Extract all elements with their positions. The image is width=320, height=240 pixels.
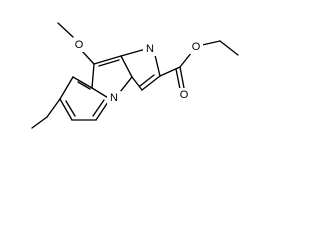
bond [154,54,161,77]
label-bg [177,88,191,102]
bond [65,100,76,117]
bond [57,22,74,38]
bond [120,55,133,78]
bond [72,76,93,89]
bond [131,76,143,91]
carbonyl-oxygen-label: O [180,89,189,101]
label-bg [107,91,121,105]
bond [91,63,95,89]
bond [59,98,73,121]
bond [179,66,185,89]
imidazole-nitrogen-label: N [146,43,154,55]
bond [31,116,48,129]
bond [139,74,155,87]
bond [59,76,74,100]
methoxy-oxygen-label: O [75,39,84,51]
atom-labels: O N N O O [72,38,203,105]
bond [159,66,181,77]
bonds [31,22,239,129]
bond [77,81,91,90]
bond [81,50,95,65]
label-bg [72,38,86,52]
bond [92,99,105,117]
label-bg [143,42,157,56]
bond [175,68,181,90]
bond [46,98,61,118]
bond [219,40,239,56]
bond [98,59,120,67]
structure-canvas: O N N O O [31,22,239,129]
label-bg [189,40,203,54]
ester-oxygen-label: O [192,41,201,53]
molecule-diagram: O N N O O [31,22,239,129]
bond [93,55,122,65]
bridgehead-nitrogen-label: N [110,92,118,104]
bond [201,40,221,46]
bond [141,75,161,91]
bond [120,48,147,57]
bond [179,51,193,68]
